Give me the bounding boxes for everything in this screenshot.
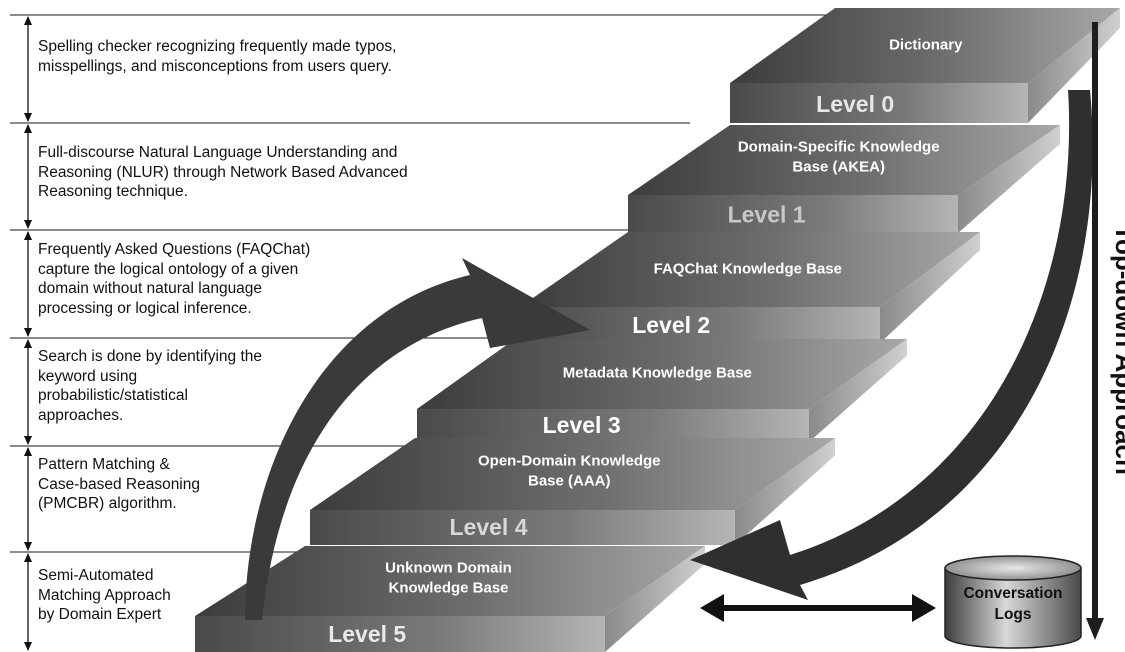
step-level-label: Level 2 [632,312,710,338]
span-arrow-head-down [24,642,32,651]
span-arrow-head-up [24,231,32,240]
step-side-face [605,546,705,652]
step-top-surface [520,232,980,307]
step-top-surface [417,339,907,409]
step-side-face [809,339,907,442]
step-title: Base (AKEA) [792,159,885,176]
step-top-surface [195,546,705,616]
top-down-arrowhead [1086,618,1104,640]
step-title: Open-Domain Knowledge [478,452,661,469]
level-description: Frequently Asked Questions (FAQChat) cap… [38,241,311,317]
level-description: Pattern Matching & Case-based Reasoning … [38,456,200,512]
span-arrow-head-down [24,328,32,337]
span-arrow-head-down [24,542,32,551]
span-arrow-head-up [24,339,32,348]
span-arrow-head-up [24,553,32,562]
step-front-face [417,409,809,442]
step-top-surface [310,438,835,510]
step-side-face [958,125,1060,233]
level-description: Semi-Automated Matching Approach by Doma… [38,567,171,623]
step-level-label: Level 4 [450,514,528,540]
step-title: Dictionary [889,36,963,53]
logs-label-line: Logs [994,606,1031,623]
span-arrow-head-up [24,447,32,456]
step-level-label: Level 3 [543,412,621,438]
span-arrow-head-down [24,436,32,445]
step-title: FAQChat Knowledge Base [654,260,842,277]
step-side-face [735,438,835,545]
span-arrow-head-up [24,124,32,133]
step-front-face [310,510,735,545]
top-down-label: Top-down Approach [1110,225,1125,475]
step-title: Unknown Domain [385,560,512,577]
step-front-face [730,83,1028,123]
level-description: Full-discourse Natural Language Understa… [38,144,408,200]
level-description: Search is done by identifying the keywor… [38,348,263,424]
logs-label-line: Conversation [963,585,1062,602]
step-level-label: Level 1 [728,201,806,227]
step-title: Knowledge Base [388,580,508,597]
step-side-face [880,232,980,343]
top-down-axis [1092,22,1098,622]
step-front-face [628,195,958,233]
level-description: Spelling checker recognizing frequently … [38,38,397,75]
step-level-label: Level 0 [816,91,894,117]
step-top-surface [628,125,1060,195]
top-down-curved-arrow [690,90,1093,600]
logs-exchange-arrow [700,594,936,622]
span-arrow-head-down [24,220,32,229]
step-title: Domain-Specific Knowledge [738,139,940,156]
span-arrow-head-down [24,113,32,122]
step-top-surface [730,8,1120,83]
step-title: Metadata Knowledge Base [563,365,752,382]
step-front-face [195,616,605,652]
bottom-up-curved-arrow [245,258,590,620]
step-level-label: Level 5 [328,621,406,647]
step-title: Base (AAA) [528,472,611,489]
span-arrow-head-up [24,16,32,25]
